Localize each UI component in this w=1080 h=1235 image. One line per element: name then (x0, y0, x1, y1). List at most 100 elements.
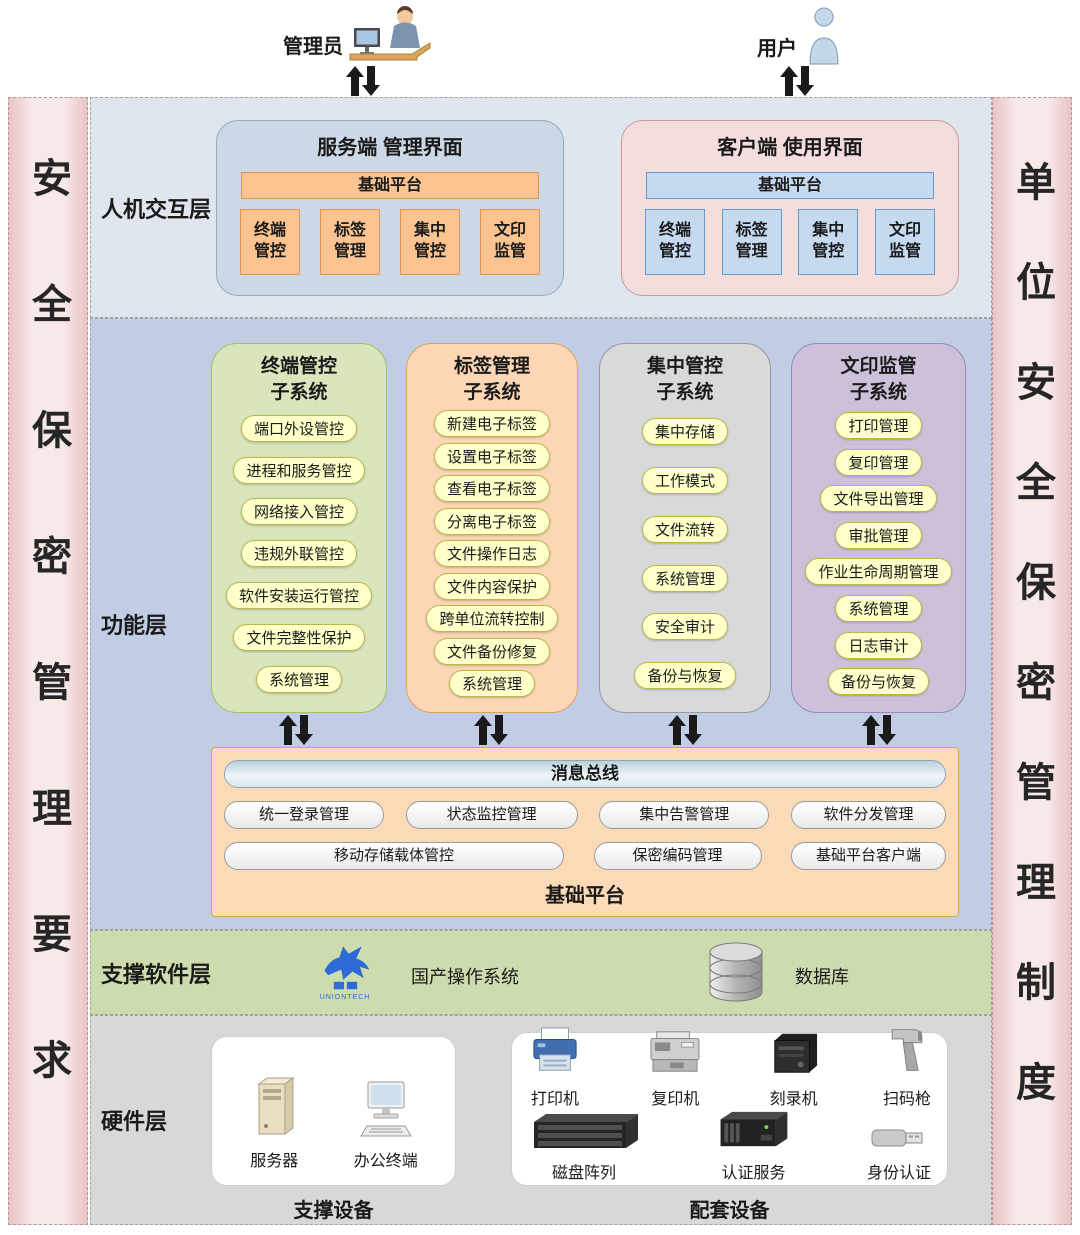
function-item: 分离电子标签 (433, 507, 550, 535)
function-item: 系统管理 (641, 564, 728, 592)
function-item: 文件备份修复 (433, 637, 550, 665)
hardware-layer: 硬件层 服务器 (90, 1015, 992, 1225)
subsystem-label-management: 标签管理 子系统 新建电子标签 设置电子标签 查看电子标签 分离电子标签 文件操… (406, 343, 578, 713)
identity-auth-device: 身份认证 (867, 1126, 931, 1183)
user-label: 用户 (757, 38, 797, 60)
function-item: 备份与恢复 (634, 662, 736, 690)
device-label: 打印机 (530, 1091, 579, 1108)
device-label: 身份认证 (866, 1165, 931, 1182)
function-item: 设置电子标签 (433, 442, 550, 470)
function-item: 审批管理 (835, 521, 922, 549)
client-panel-title: 客户端 使用界面 (717, 137, 863, 159)
interaction-layer: 人机交互层 服务端 管理界面 基础平台 终端 管控 标签 管理 集中 管控 文印… (90, 97, 992, 318)
software-layer-label: 支撑软件层 (101, 961, 212, 987)
support-devices-caption: 支撑设备 (293, 1200, 374, 1222)
client-usage-panel: 客户端 使用界面 基础平台 终端 管控 标签 管理 集中 管控 文印 监管 (621, 120, 959, 296)
platform-item: 软件分发管理 (790, 801, 946, 829)
function-item: 端口外设管控 (240, 414, 357, 442)
subsystem-title: 集中管控 子系统 (646, 356, 723, 403)
subsystem-title: 文印监管 子系统 (840, 356, 917, 403)
platform-item: 集中告警管理 (599, 801, 770, 829)
base-platform-panel: 消息总线 统一登录管理 状态监控管理 集中告警管理 软件分发管理 移动存储载体管… (211, 747, 959, 917)
server-module-central: 集中 管控 (400, 209, 460, 275)
disk-array-device: 磁盘阵列 (528, 1112, 640, 1183)
device-label: 服务器 (250, 1153, 299, 1170)
subsystem-print-supervision: 文印监管 子系统 打印管理 复印管理 文件导出管理 审批管理 作业生命周期管理 … (791, 343, 966, 713)
desktop-computer-icon (359, 1080, 413, 1143)
server-panel-title: 服务端 管理界面 (317, 137, 463, 159)
admin-updown-arrow-icon (346, 66, 380, 101)
function-item: 文件内容保护 (433, 572, 550, 600)
function-item: 文件流转 (641, 515, 728, 543)
printer-icon (528, 1026, 582, 1081)
function-item: 打印管理 (835, 412, 922, 440)
interaction-layer-label: 人机交互层 (101, 196, 212, 222)
device-label: 认证服务 (721, 1165, 786, 1182)
companion-devices-caption: 配套设备 (689, 1200, 770, 1222)
bus-updown-arrow-icon (279, 715, 313, 750)
bus-updown-arrow-icon (474, 715, 508, 750)
function-item: 软件安装运行管控 (225, 581, 372, 609)
function-item: 系统管理 (448, 670, 535, 698)
left-requirements-bar: 安全保密管理要求 (8, 97, 88, 1225)
bus-updown-arrow-icon (668, 715, 702, 750)
function-item: 进程和服务管控 (233, 456, 365, 484)
function-item: 违规外联管控 (240, 540, 357, 568)
office-terminal-device: 办公终端 (354, 1080, 418, 1171)
server-module-label: 标签 管理 (320, 209, 380, 275)
admin-at-desk-icon (348, 4, 443, 75)
subsystem-central-control: 集中管控 子系统 集中存储 工作模式 文件流转 系统管理 安全审计 备份与恢复 (599, 343, 771, 713)
platform-item: 保密编码管理 (593, 842, 762, 870)
uniontech-brand-text: UNIONTECH (319, 994, 371, 1001)
user-updown-arrow-icon (780, 66, 814, 101)
right-bar-text: 单位安全保密管理制度 (1010, 161, 1054, 1161)
client-module-label: 标签 管理 (721, 209, 782, 275)
auth-service-device: 认证服务 (715, 1108, 791, 1183)
function-item: 集中存储 (641, 418, 728, 446)
barcode-scanner-icon (886, 1026, 928, 1081)
server-tower-icon (249, 1076, 299, 1143)
support-devices-box: 服务器 办公终端 (211, 1036, 456, 1186)
function-item: 复印管理 (835, 448, 922, 476)
scanner-device: 扫码枪 (883, 1026, 931, 1109)
database-label: 数据库 (795, 967, 849, 987)
copier-icon (646, 1028, 704, 1081)
disc-burner-icon (769, 1030, 819, 1081)
printer-device: 打印机 (528, 1026, 582, 1109)
device-label: 办公终端 (353, 1153, 418, 1170)
device-label: 磁盘阵列 (551, 1165, 616, 1182)
platform-item: 统一登录管理 (224, 801, 384, 829)
function-item: 日志审计 (835, 631, 922, 659)
function-item: 文件导出管理 (820, 485, 937, 513)
admin-label: 管理员 (283, 36, 343, 58)
function-item: 作业生命周期管理 (805, 558, 952, 586)
subsystem-title: 标签管理 子系统 (453, 356, 530, 403)
device-label: 刻录机 (769, 1091, 818, 1108)
function-layer: 功能层 终端管控 子系统 端口外设管控 进程和服务管控 网络接入管控 违规外联管… (90, 318, 992, 930)
auth-server-icon (715, 1108, 791, 1155)
burner-device: 刻录机 (769, 1030, 819, 1109)
usb-key-icon (870, 1126, 928, 1155)
device-label: 复印机 (651, 1091, 700, 1108)
function-item: 文件完整性保护 (233, 623, 365, 651)
message-bus: 消息总线 (224, 760, 946, 788)
hardware-layer-label: 硬件层 (101, 1109, 168, 1134)
function-layer-label: 功能层 (101, 613, 168, 638)
function-item: 查看电子标签 (433, 475, 550, 503)
platform-item: 状态监控管理 (405, 801, 578, 829)
function-item: 文件操作日志 (433, 540, 550, 568)
database-icon (707, 940, 765, 1009)
device-label: 扫码枪 (882, 1091, 931, 1108)
bus-updown-arrow-icon (862, 715, 896, 750)
server-management-panel: 服务端 管理界面 基础平台 终端 管控 标签 管理 集中 管控 文印 监管 (216, 120, 564, 296)
subsystem-title: 终端管控 子系统 (260, 356, 337, 403)
uniontech-logo-icon: UNIONTECH (313, 937, 377, 1001)
disk-array-icon (528, 1112, 640, 1155)
software-layer: 支撑软件层 UNIONTECH 国产操作系统 (90, 930, 992, 1015)
subsystem-terminal-control: 终端管控 子系统 端口外设管控 进程和服务管控 网络接入管控 违规外联管控 软件… (211, 343, 387, 713)
function-item: 安全审计 (641, 613, 728, 641)
copier-device: 复印机 (646, 1028, 704, 1109)
companion-devices-box: 打印机 复印机 (511, 1027, 948, 1186)
right-policy-bar: 单位安全保密管理制度 (992, 97, 1072, 1225)
